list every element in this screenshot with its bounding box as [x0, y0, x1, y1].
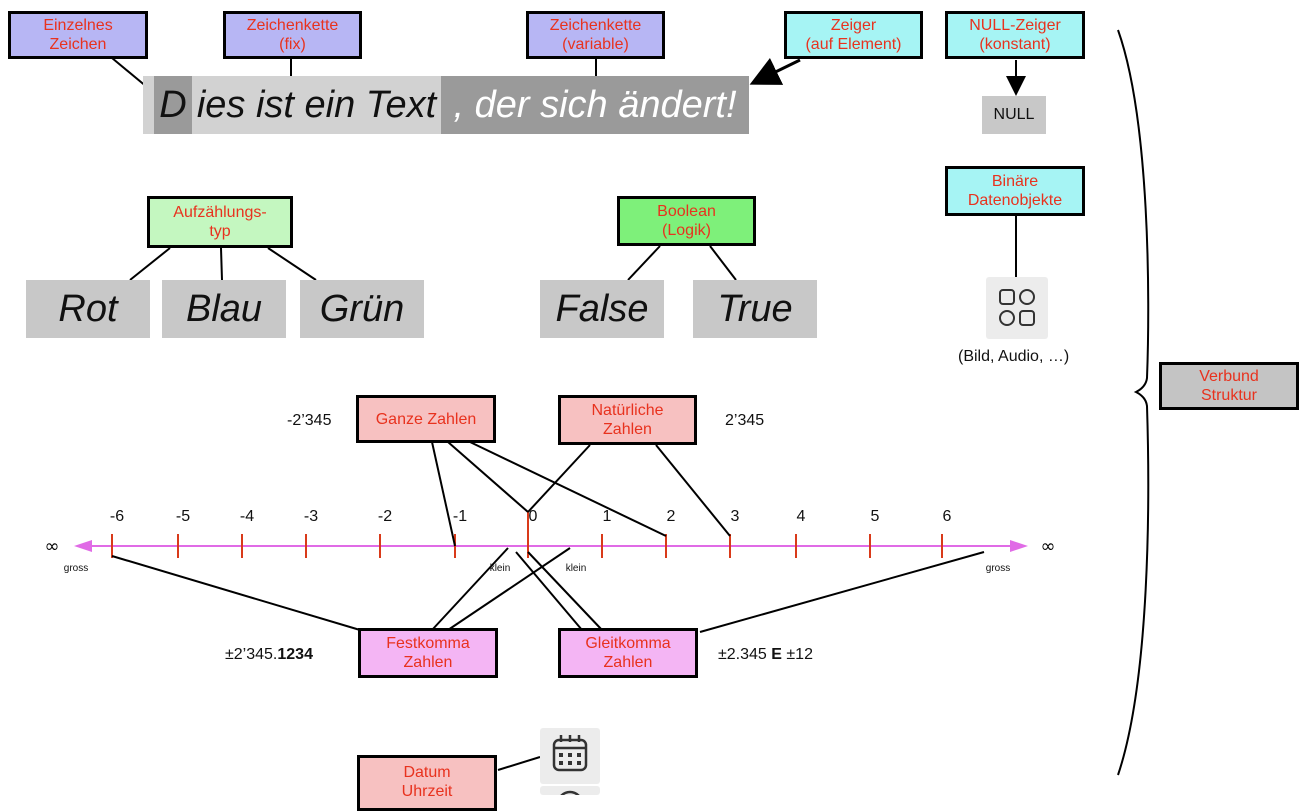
- label-boolean: Boolean (Logik): [617, 196, 756, 246]
- example-ganze: -2’345: [287, 412, 332, 429]
- tick-label: -1: [453, 508, 467, 525]
- klein-left: klein: [490, 563, 511, 574]
- calendar-icon: [540, 728, 600, 784]
- label-null-zeiger: NULL-Zeiger (konstant): [945, 11, 1085, 59]
- tick-label: -5: [176, 508, 190, 525]
- label-natuerliche-zahlen: Natürliche Zahlen: [558, 395, 697, 445]
- label-aufzaehlungstyp: Aufzählungs- typ: [147, 196, 293, 248]
- label-gleitkomma-zahlen: Gleitkomma Zahlen: [558, 628, 698, 678]
- label-ganze-zahlen: Ganze Zahlen: [356, 395, 496, 443]
- tick-label: 6: [943, 508, 952, 525]
- label-festkomma-zahlen: Festkomma Zahlen: [358, 628, 498, 678]
- tick-label: -6: [110, 508, 124, 525]
- string-variable-part: , der sich ändert!: [441, 76, 749, 134]
- null-value: NULL: [982, 96, 1046, 134]
- label-verbund-struktur: Verbund Struktur: [1159, 362, 1299, 410]
- tick-label: -2: [378, 508, 392, 525]
- label-zeiger: Zeiger (auf Element): [784, 11, 923, 59]
- gross-right: gross: [986, 563, 1010, 574]
- label-zeichenkette-fix: Zeichenkette (fix): [223, 11, 362, 59]
- string-fixed-part: ies ist ein Text: [192, 76, 441, 134]
- gross-left: gross: [64, 563, 88, 574]
- grid-icon: [986, 277, 1048, 339]
- example-natuerlich: 2’345: [725, 412, 765, 429]
- example-gleitkomma-bold: E: [771, 646, 782, 663]
- example-gleitkomma: ±2.345 E ±12: [718, 646, 813, 664]
- label-binaere-datenobjekte: Binäre Datenobjekte: [945, 166, 1085, 216]
- infinity-left: ∞: [45, 536, 60, 557]
- tick-label: 0: [529, 508, 538, 525]
- label-datum-uhrzeit: Datum Uhrzeit: [357, 755, 497, 811]
- bool-value-false: False: [540, 280, 664, 338]
- clock-icon: [540, 786, 600, 795]
- example-gleitkomma-suffix: ±12: [781, 646, 813, 663]
- number-line-ticks: -6 -5 -4 -3 -2 -1 0 1 2 3 4 5 6: [110, 508, 952, 558]
- example-festkomma-prefix: ±2’345.: [225, 646, 278, 663]
- example-festkomma-bold: 1234: [277, 646, 313, 663]
- tick-label: 4: [797, 508, 806, 525]
- label-zeichenkette-variable: Zeichenkette (variable): [526, 11, 665, 59]
- enum-value-blau: Blau: [162, 280, 286, 338]
- tick-label: 2: [667, 508, 676, 525]
- bool-value-true: True: [693, 280, 817, 338]
- string-pad-left: [143, 76, 154, 134]
- tick-label: -4: [240, 508, 254, 525]
- label-einzelnes-zeichen: Einzelnes Zeichen: [8, 11, 148, 59]
- enum-value-gruen: Grün: [300, 280, 424, 338]
- klein-right: klein: [566, 563, 587, 574]
- string-first-char: D: [154, 76, 192, 134]
- enum-value-rot: Rot: [26, 280, 150, 338]
- tick-label: 3: [731, 508, 740, 525]
- tick-label: -3: [304, 508, 318, 525]
- example-gleitkomma-prefix: ±2.345: [718, 646, 772, 663]
- binary-caption: (Bild, Audio, …): [958, 348, 1070, 365]
- tick-label: 1: [603, 508, 612, 525]
- tick-label: 5: [871, 508, 880, 525]
- infinity-right: ∞: [1041, 536, 1056, 557]
- example-festkomma: ±2’345.1234: [225, 646, 313, 664]
